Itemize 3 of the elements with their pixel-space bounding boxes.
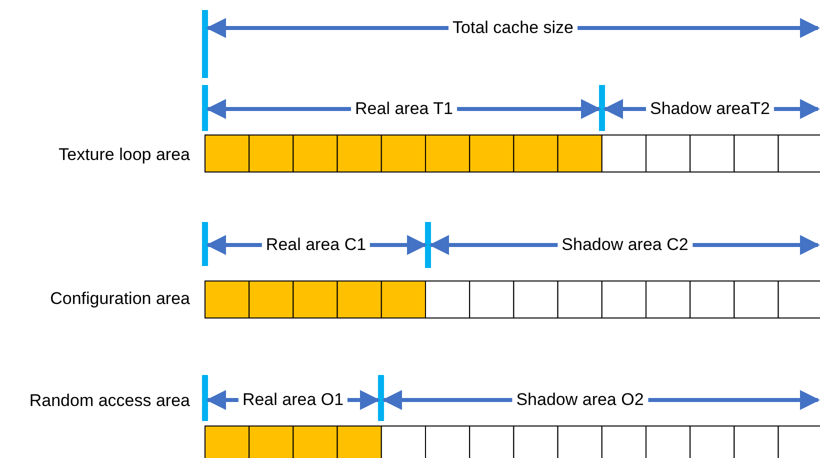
row-label: Random access area [29, 391, 190, 411]
row-label: Texture loop area [58, 145, 190, 165]
row-label: Configuration area [50, 289, 190, 309]
